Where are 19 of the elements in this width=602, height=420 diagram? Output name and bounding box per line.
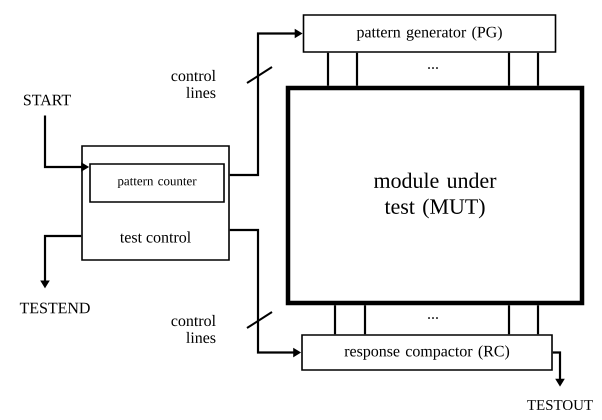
terminal-label: TESTEND bbox=[20, 302, 90, 314]
bus-line bbox=[326, 52, 330, 86]
compactor-box: response compactor (RC) bbox=[301, 334, 553, 371]
edge-label: control lines bbox=[171, 314, 216, 344]
bus-line bbox=[508, 52, 510, 86]
terminal-label: START bbox=[24, 94, 71, 106]
ellipsis: ... bbox=[428, 67, 438, 69]
terminal-label: TESTOUT bbox=[527, 400, 593, 410]
edge-label: control lines bbox=[171, 70, 216, 98]
bus-line bbox=[334, 305, 336, 334]
counter-box: pattern counter bbox=[89, 163, 225, 203]
bus-line bbox=[508, 305, 510, 334]
ellipsis: ... bbox=[428, 317, 438, 319]
bus-line bbox=[364, 305, 366, 334]
module-box: module under test (MUT) bbox=[286, 86, 584, 306]
bus-line bbox=[536, 52, 540, 86]
generator-box: pattern generator (PG) bbox=[302, 14, 556, 53]
bus-line bbox=[536, 305, 540, 334]
bus-line bbox=[356, 52, 358, 86]
